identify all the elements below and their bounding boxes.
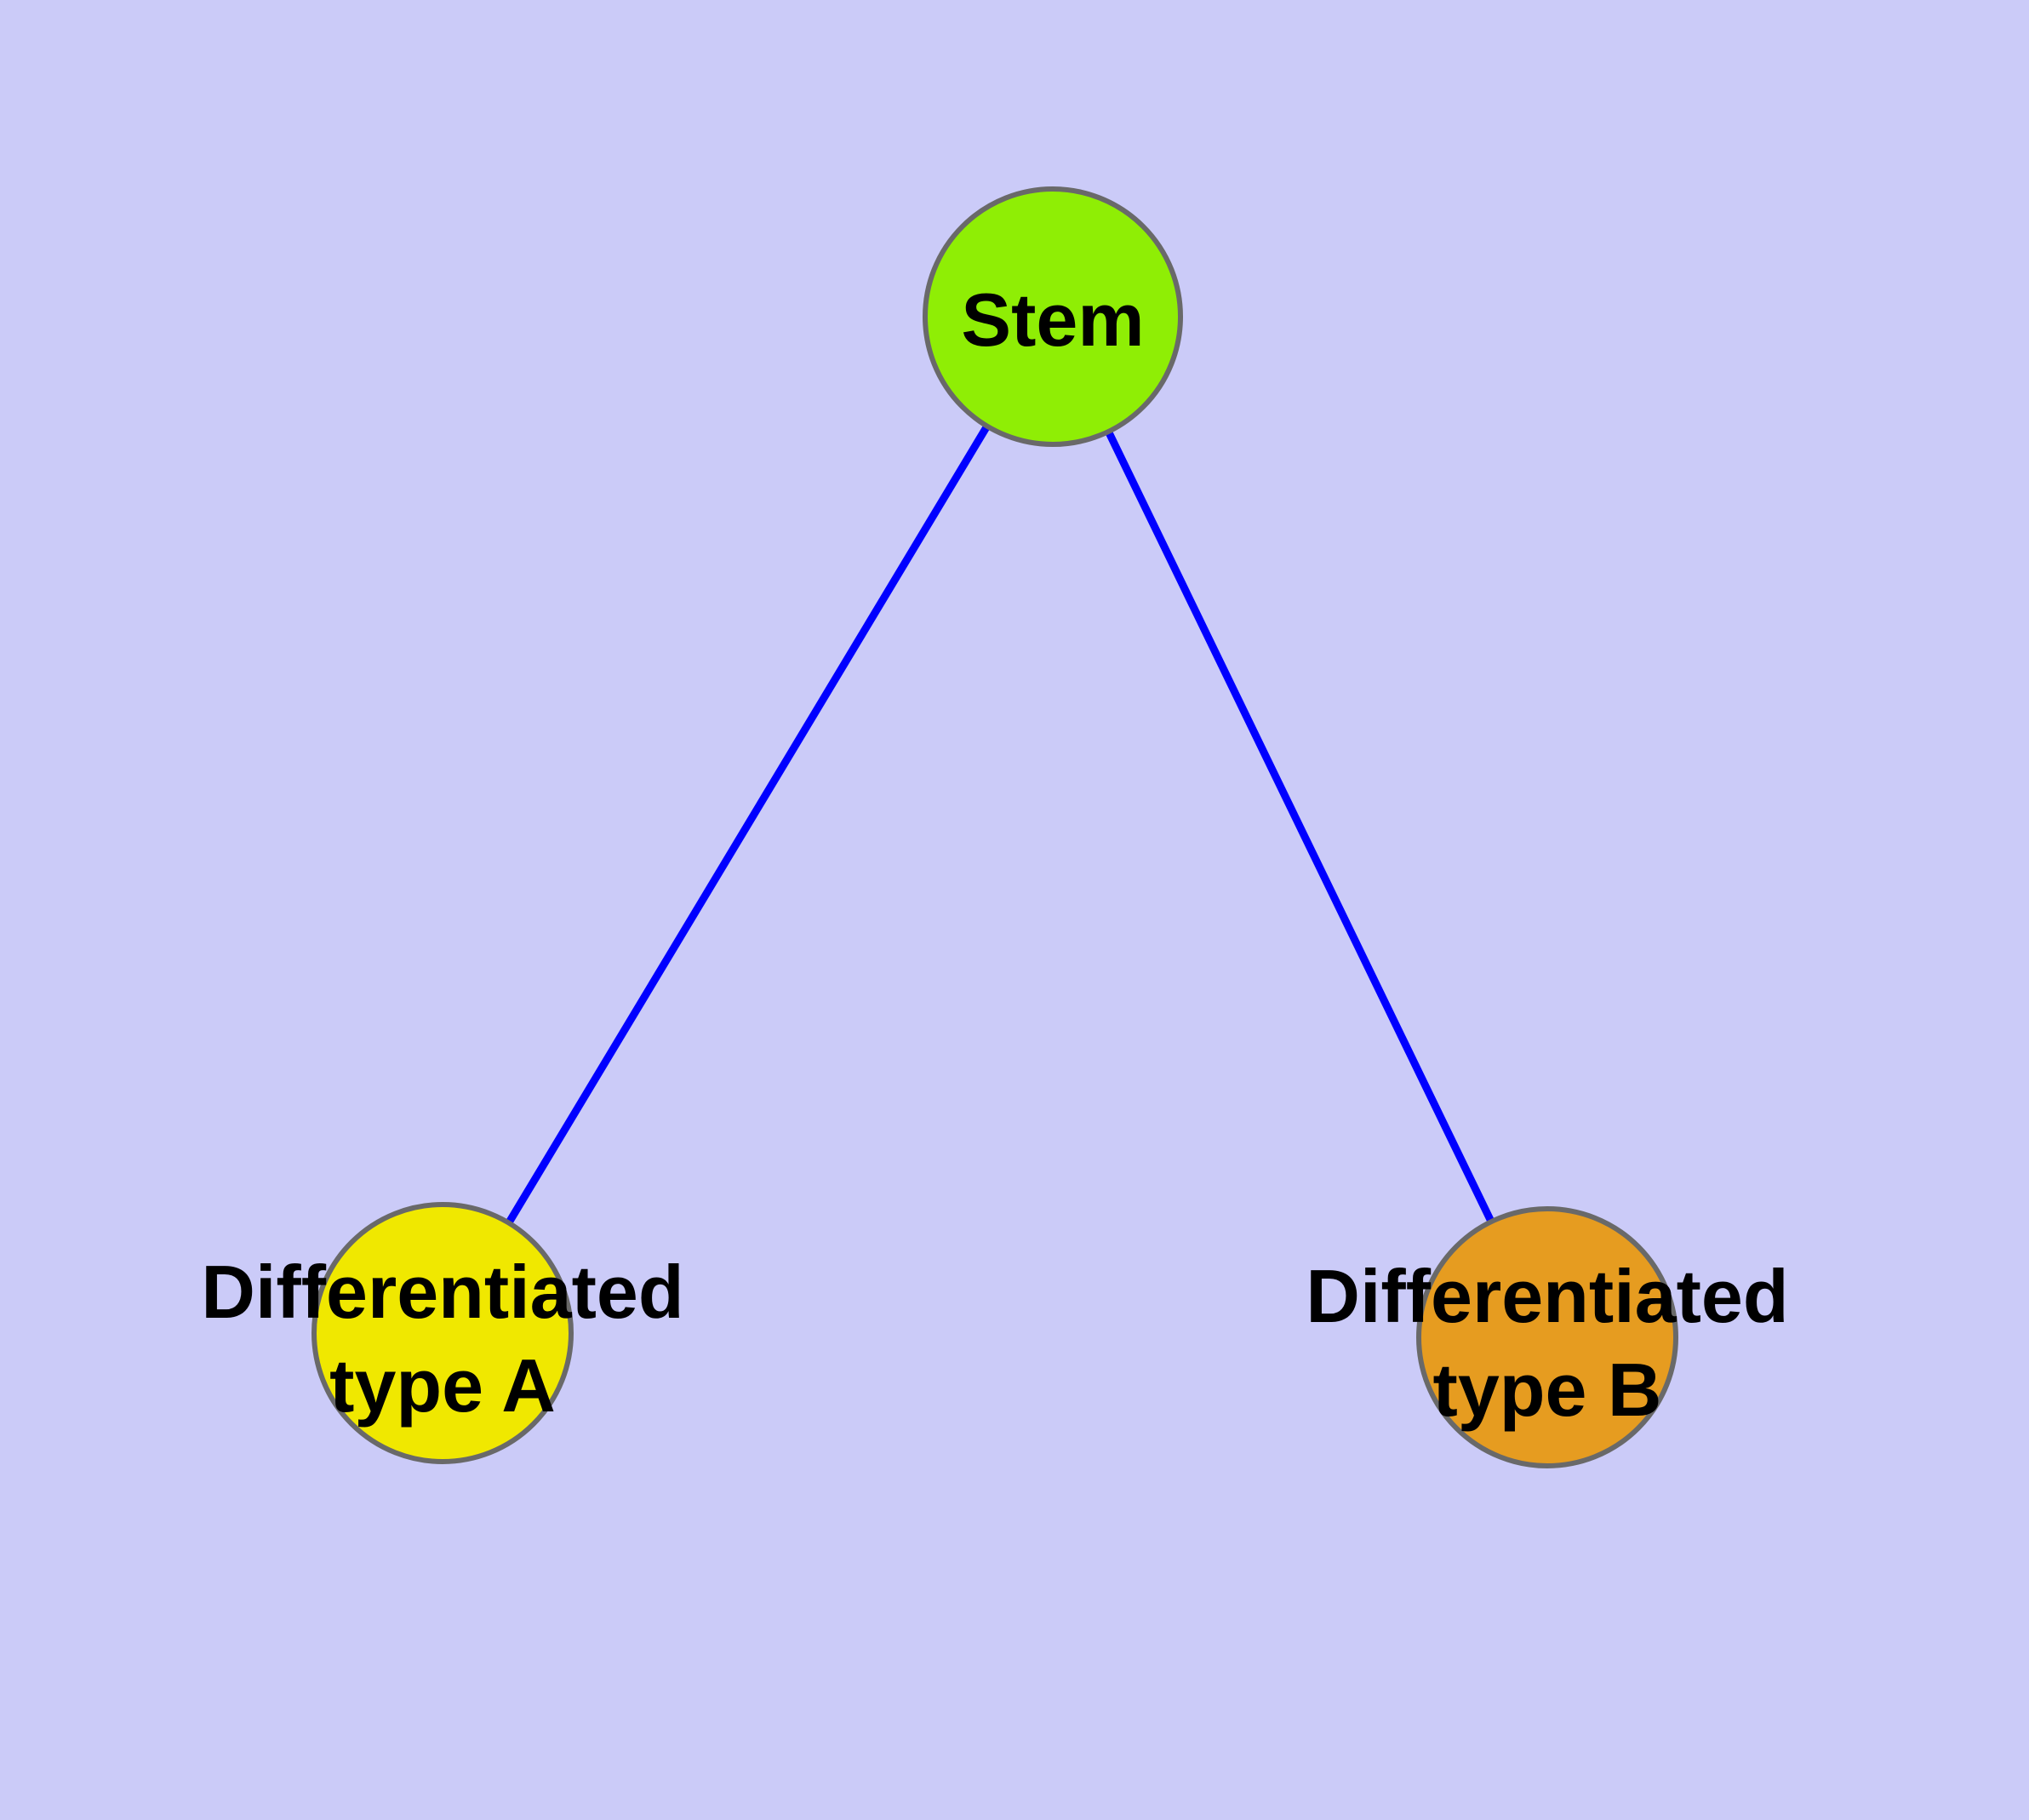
- node-stem-circle: [923, 186, 1183, 447]
- node-type-a-circle: [311, 1202, 574, 1464]
- node-type-b-label-line2: type B: [1433, 1348, 1662, 1432]
- edge-stem-to-type-b: [1049, 315, 1552, 1339]
- node-type-a-label-line1: Differentiated: [201, 1250, 683, 1334]
- node-type-a-label-line2: type A: [329, 1343, 556, 1428]
- node-type-b-circle: [1416, 1206, 1678, 1468]
- node-stem-label: Stem: [961, 278, 1144, 362]
- edge-stem-to-type-a: [439, 314, 1056, 1336]
- node-type-b-label-line1: Differentiated: [1306, 1254, 1788, 1338]
